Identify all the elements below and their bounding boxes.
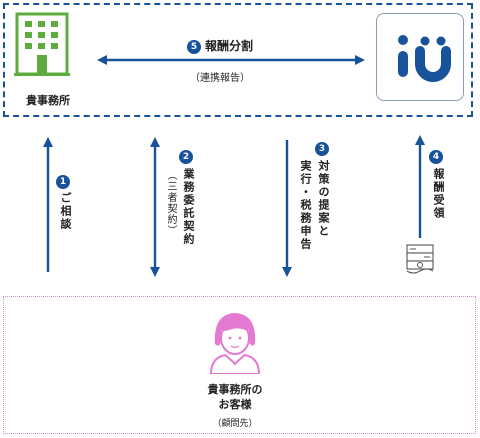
client-label-line2: お客様 [218,398,252,411]
money-icon [406,244,434,274]
flow-1-number: 1 [56,175,70,189]
flow-2-number: 2 [179,150,193,164]
client-label-line1: 貴事務所の [207,383,263,396]
client-box [3,296,476,434]
logo [376,13,464,101]
flow-3-label-line2: 実行・税務申告 [299,160,312,251]
flow-2-label: 業務委託契約 [182,168,195,246]
partnership-box [3,3,473,117]
client-sub: （顧問先） [212,419,258,429]
flow-5-text: 報酬分割 [204,39,253,53]
person-icon [209,313,261,374]
flow-1-label: ご相談 [59,192,72,231]
flow-3-label-line1: 対策の提案と [317,160,330,238]
client-label: 貴事務所の お客様 [160,382,310,412]
flow-4-label: 報酬受領 [432,168,445,220]
building-icon [14,12,70,76]
logo-icon [398,35,451,82]
flow-4-number: 4 [429,150,443,164]
flow-2-sub: （三者契約） [165,170,176,236]
flow-5-sub: （連携報告） [190,73,250,84]
flow-5-number: 5 [186,39,201,54]
office-label: 貴事務所 [26,94,70,107]
flow-3-number: 3 [315,142,329,156]
